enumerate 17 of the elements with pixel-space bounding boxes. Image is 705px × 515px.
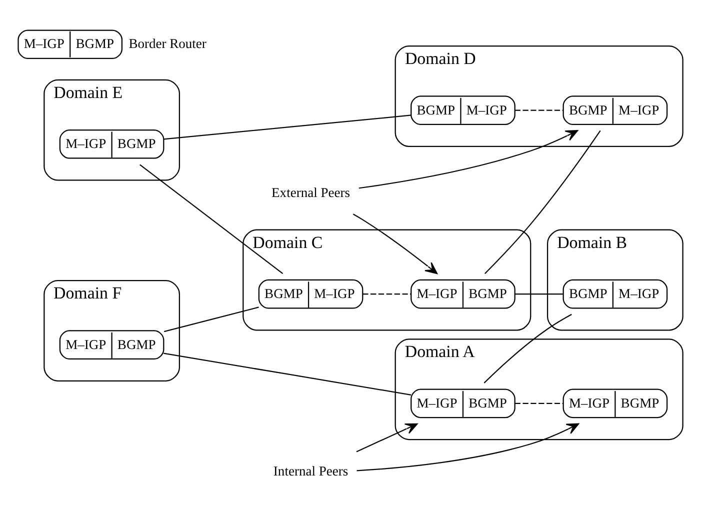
arrow (356, 422, 418, 452)
connector (514, 293, 563, 294)
connector (484, 130, 601, 274)
connector (362, 293, 411, 294)
connector (514, 402, 563, 404)
arrow (358, 130, 578, 188)
arrow (356, 422, 580, 471)
node-label: Border Router (128, 35, 206, 50)
connector (140, 164, 284, 274)
connector (484, 313, 572, 383)
connector (164, 306, 259, 332)
connector (164, 352, 412, 395)
connector (514, 109, 563, 110)
node-text: Internal Peers (273, 463, 348, 478)
connector (164, 114, 412, 140)
node-text: External Peers (272, 184, 350, 200)
arrow (352, 213, 438, 274)
